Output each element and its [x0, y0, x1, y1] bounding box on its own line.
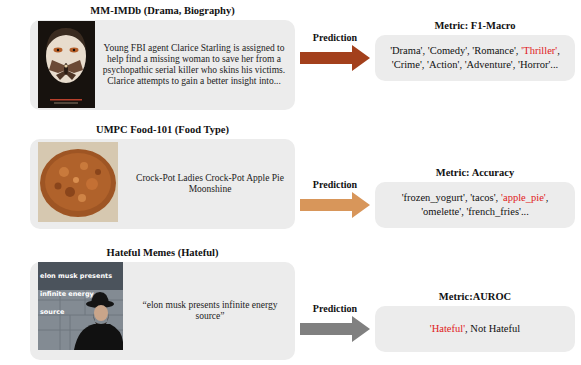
panel-heading: UMPC Food-101 (Food Type) [30, 122, 295, 137]
meme-photo [38, 262, 123, 350]
block-arrow [300, 316, 370, 342]
predicted-label: 'Hateful' [430, 323, 465, 334]
panel-heading: Metric:AUROC [375, 289, 575, 304]
edge-label-holder: Prediction [290, 298, 380, 316]
edge-label: Prediction [313, 303, 357, 314]
class-label: 'frozen_yogurt', 'tacos', [402, 192, 499, 203]
label-list: 'Hateful', Not Hateful [383, 322, 567, 336]
block-arrow [300, 45, 370, 71]
class-label: , Not Hateful [465, 323, 520, 334]
edge-label: Prediction [313, 179, 357, 190]
prediction-box: Metric: F1-Macro'Drama', 'Comedy', 'Roma… [375, 35, 575, 81]
sample-text: Young FBI agent Clarice Starling is assi… [98, 43, 290, 87]
meme-caption: elon musk presents infinite energy sourc… [40, 272, 112, 316]
class-label: 'Drama', 'Comedy', 'Romance', [390, 45, 518, 56]
panel-heading: Metric: Accuracy [375, 165, 575, 180]
edge-label-holder: Prediction [290, 174, 380, 192]
movie-poster [38, 21, 95, 108]
block-arrow [300, 192, 370, 218]
predicted-label: 'Thriller' [521, 45, 557, 56]
panel-heading: Metric: F1-Macro [375, 18, 575, 33]
sample-box: MM-IMDb (Drama, Biography)Young FBI agen… [30, 20, 295, 110]
meme-caption-holder: elon musk presents infinite energy sourc… [40, 264, 120, 318]
prediction-box: Metric: Accuracy'frozen_yogurt', 'tacos'… [375, 182, 575, 228]
label-list: 'Drama', 'Comedy', 'Romance','Thriller',… [383, 44, 567, 71]
food-photo [38, 142, 118, 222]
panel-heading: Hateful Memes (Hateful) [30, 245, 295, 260]
prediction-box: Metric:AUROC'Hateful', Not Hateful [375, 306, 575, 352]
predicted-label: 'apple_pie' [501, 192, 546, 203]
panel-heading: MM-IMDb (Drama, Biography) [30, 3, 295, 18]
sample-box: UMPC Food-101 (Food Type)Crock-Pot Ladie… [30, 139, 295, 229]
edge-label: Prediction [313, 32, 357, 43]
edge-label-holder: Prediction [290, 27, 380, 45]
label-list: 'frozen_yogurt', 'tacos','apple_pie', 'o… [383, 191, 567, 218]
sample-text: “elon musk presents infinite energy sour… [130, 300, 290, 322]
sample-text: Crock-Pot Ladies Crock-Pot Apple Pie Moo… [130, 173, 290, 195]
